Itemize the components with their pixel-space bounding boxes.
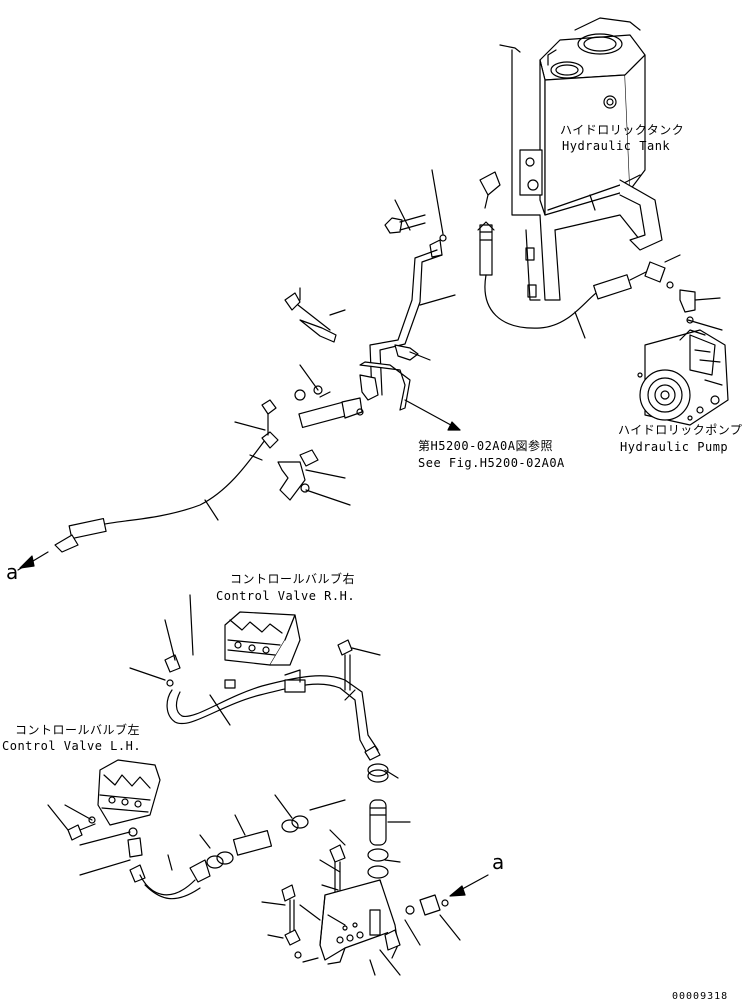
connection-mark-a-left: a — [6, 560, 19, 584]
hydraulic-pump-label-en: Hydraulic Pump — [620, 440, 729, 454]
hydraulic-tank-label-en: Hydraulic Tank — [562, 139, 671, 153]
hydraulic-pump — [637, 329, 729, 426]
control-valve-lh-label-en: Control Valve L.H. — [2, 739, 142, 753]
control-valve-lh — [47, 759, 346, 900]
connection-mark-a-right: a — [492, 850, 505, 874]
hydraulic-pump-label-jp: ハイドロリックポンプ — [618, 423, 743, 437]
control-valve-rh-label-en: Control Valve R.H. — [216, 589, 356, 603]
suction-hose — [477, 221, 696, 329]
control-valve-rh-label-jp: コントロールバルブ右 — [230, 572, 356, 586]
illustration-code: 00009318 — [672, 991, 729, 1002]
control-valve-lh-label-jp: コントロールバルブ左 — [15, 723, 141, 737]
upper-piping — [17, 169, 723, 571]
lower-manifold — [261, 763, 489, 976]
figure-reference-label-en: See Fig.H5200-02A0A — [418, 456, 565, 470]
hydraulic-tank-label-jp: ハイドロリックタンク — [560, 123, 685, 137]
figure-reference-label-jp: 第H5200-02A0A図参照 — [418, 439, 553, 453]
middle-pipe — [129, 594, 381, 761]
hydraulic-tank — [499, 17, 663, 301]
control-valve-rh — [224, 611, 301, 666]
